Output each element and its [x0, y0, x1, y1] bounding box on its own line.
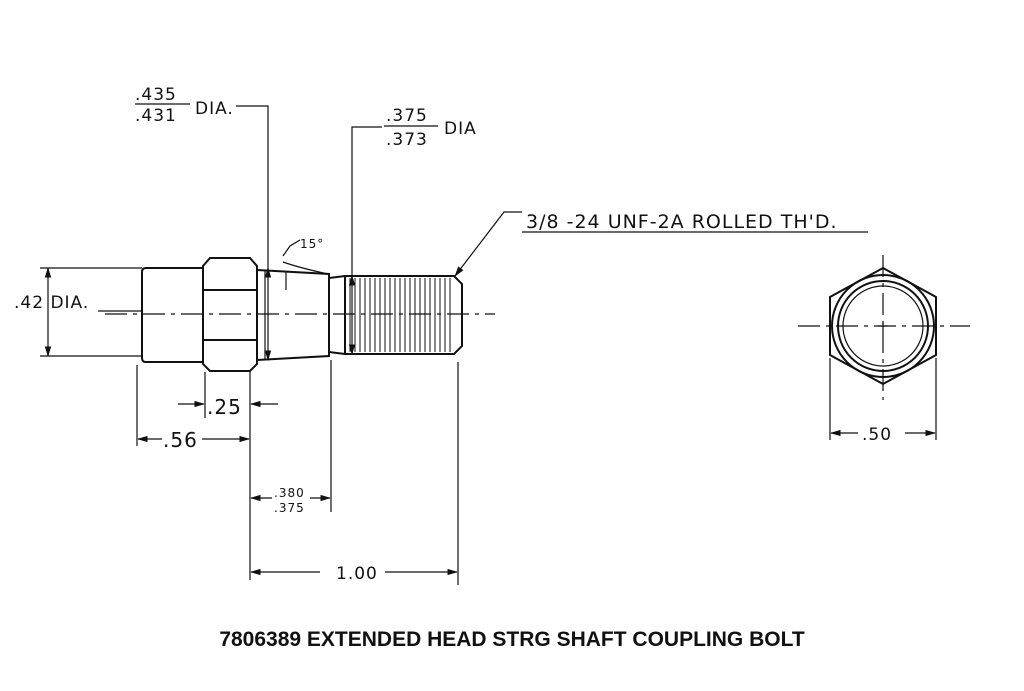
shank-dia-lower: .373: [386, 130, 428, 150]
head-dia-upper: .435: [135, 85, 177, 105]
hex-outer-circle: [831, 274, 935, 378]
shank-dia-unit: DIA: [444, 119, 477, 139]
end-dia-dimension: [40, 266, 142, 358]
head-dia-lower: .431: [135, 106, 177, 126]
thread-spec: 3/8 -24 UNF-2A ROLLED TH'D.: [526, 211, 838, 233]
hex-flats-dimension: [829, 358, 937, 440]
bolt-end-view: [798, 255, 970, 400]
hex-outline: [829, 266, 937, 386]
end-dia-label: .42 DIA.: [14, 293, 89, 313]
shoulder-length-dimension: [249, 360, 332, 580]
head-length-dimension: [136, 365, 251, 446]
head-dia-dimension: [135, 103, 272, 362]
bolt-side-view: [105, 257, 495, 372]
hex-section: [202, 257, 258, 372]
thread-length-dimension: [249, 362, 459, 585]
thread-length-label: 1.00: [336, 564, 378, 584]
shoulder: [256, 269, 330, 361]
shank-dia-dimension: [348, 125, 438, 356]
hex-length-label: .25: [207, 395, 242, 419]
threaded-section: [345, 275, 463, 355]
shoulder-lower: .375: [274, 501, 305, 515]
hex-length-dimension: [178, 372, 278, 418]
shoulder-upper: .380: [274, 486, 305, 500]
angle-label: 15°: [300, 237, 324, 251]
head-length-label: .56: [163, 428, 198, 452]
drawing-caption: 7806389 EXTENDED HEAD STRG SHAFT COUPLIN…: [219, 628, 805, 651]
thread-hatching: [349, 278, 451, 352]
angle-dimension: [282, 239, 329, 290]
thread-callout-leader: [454, 211, 868, 277]
head-dia-unit: DIA.: [195, 99, 234, 119]
shank-dia-upper: .375: [386, 106, 428, 126]
hex-flats-label: .50: [862, 425, 892, 445]
extended-head: [141, 267, 203, 363]
